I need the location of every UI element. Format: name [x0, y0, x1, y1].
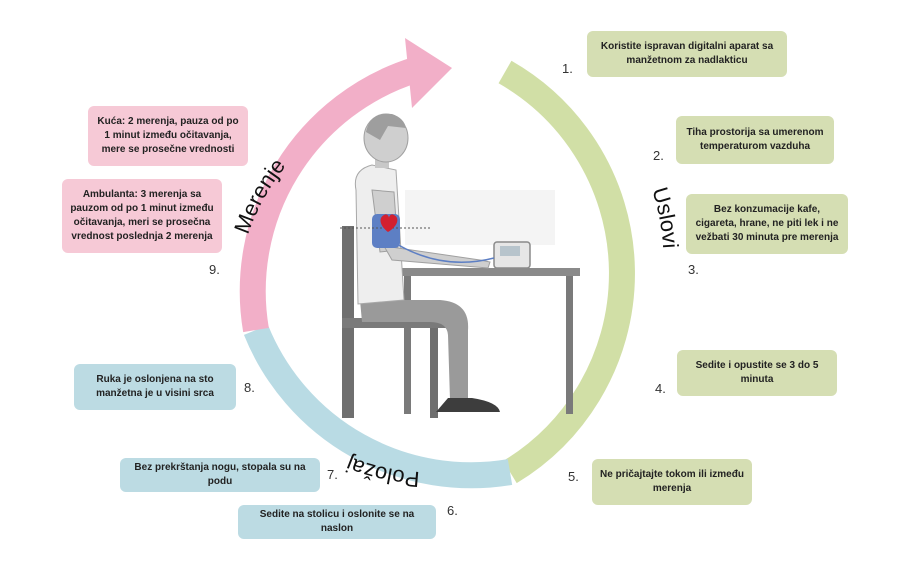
- step-2-box: Tiha prostorija sa umerenom temperaturom…: [676, 116, 834, 164]
- step-9-box: Ambulanta: 3 merenja sa pauzom od po 1 m…: [62, 179, 222, 253]
- step-3-number: 3.: [688, 262, 699, 277]
- person-measuring-blood-pressure-illustration: [340, 113, 580, 418]
- step-8-number: 8.: [244, 380, 255, 395]
- polozaj-arc: [243, 325, 513, 489]
- cycle-arrow-icon: [405, 38, 452, 108]
- step-6-number: 6.: [447, 503, 458, 518]
- uslovi-label: Uslovi: [647, 184, 683, 249]
- step-6-box: Sedite na stolicu i oslonite se na naslo…: [238, 505, 436, 539]
- merenje-arc: [239, 57, 419, 333]
- home-note-box: Kuća: 2 merenja, pauza od po 1 minut izm…: [88, 106, 248, 166]
- step-2-number: 2.: [653, 148, 664, 163]
- step-8-box: Ruka je oslonjena na sto manžetna je u v…: [74, 364, 236, 410]
- step-4-number: 4.: [655, 381, 666, 396]
- heart-icon: [380, 214, 398, 232]
- step-5-box: Ne pričajtajte tokom ili između merenja: [592, 459, 752, 505]
- uslovi-arc: [498, 60, 635, 484]
- step-7-number: 7.: [327, 467, 338, 482]
- step-1-box: Koristite ispravan digitalni aparat sa m…: [587, 31, 787, 77]
- step-3-box: Bez konzumacije kafe, cigareta, hrane, n…: [686, 194, 848, 254]
- step-5-number: 5.: [568, 469, 579, 484]
- step-9-number: 9.: [209, 262, 220, 277]
- step-7-box: Bez prekrštanja nogu, stopala su na podu: [120, 458, 320, 492]
- step-1-number: 1.: [562, 61, 573, 76]
- step-4-box: Sedite i opustite se 3 do 5 minuta: [677, 350, 837, 396]
